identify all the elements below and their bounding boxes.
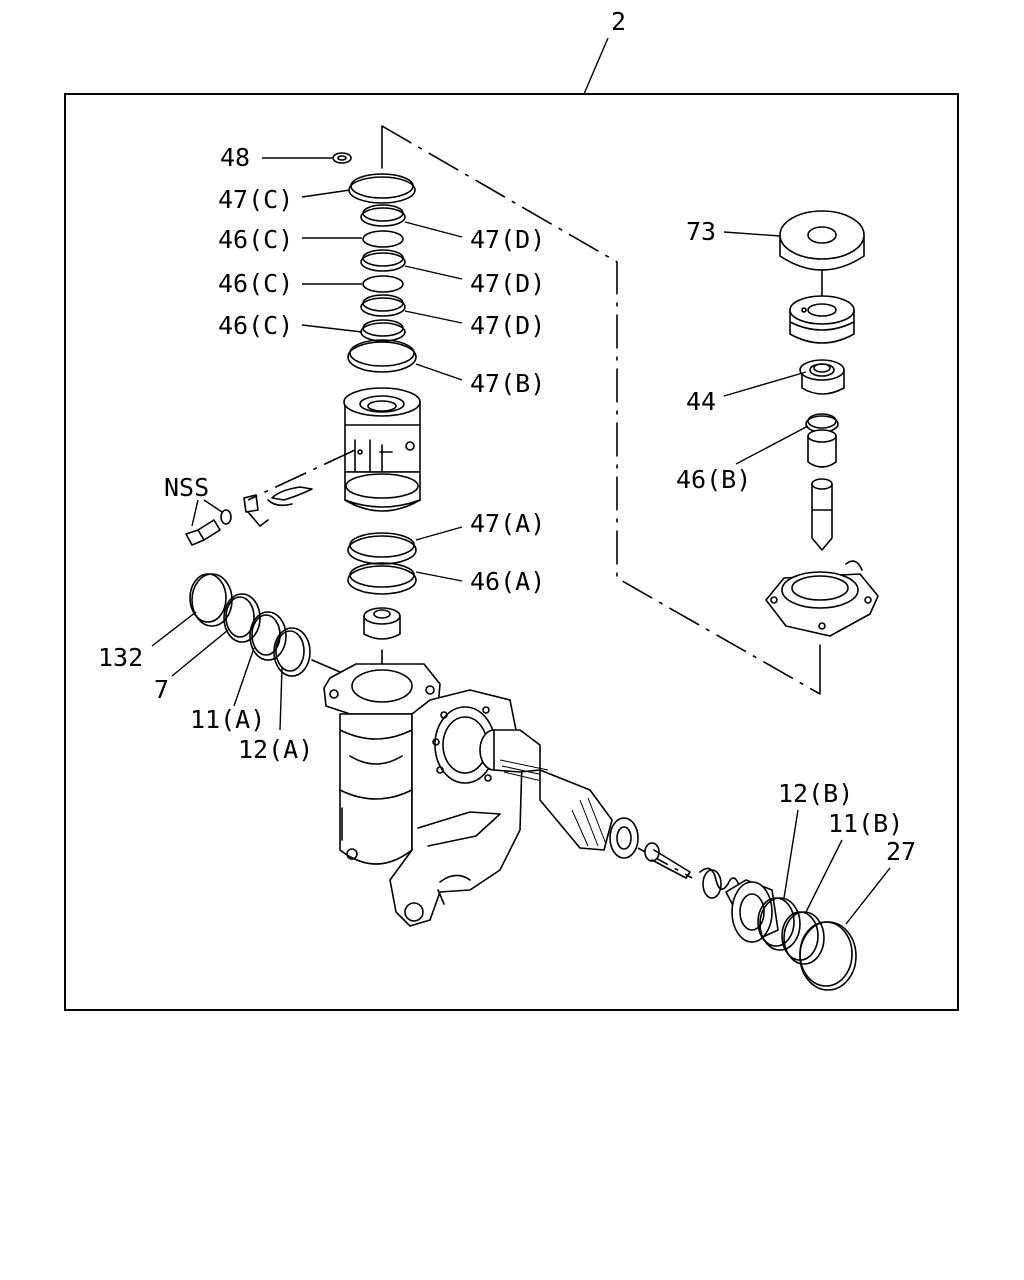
callout-46c-3: 46(C) bbox=[218, 311, 293, 340]
callout-nss: NSS bbox=[164, 473, 209, 502]
seal-47a bbox=[347, 532, 417, 565]
seal-7 bbox=[223, 593, 261, 643]
callout-47a: 47(A) bbox=[470, 509, 545, 538]
callout-7: 7 bbox=[154, 675, 169, 704]
callout-46c-2: 46(C) bbox=[218, 269, 293, 298]
ring-stack bbox=[360, 204, 406, 342]
end-cup bbox=[725, 879, 779, 943]
bearing-44 bbox=[799, 359, 845, 395]
callout-46a: 46(A) bbox=[470, 567, 545, 596]
pin bbox=[644, 842, 691, 879]
valve-flange bbox=[765, 560, 879, 637]
gear-housing bbox=[323, 663, 523, 927]
callout-46b: 46(B) bbox=[676, 465, 751, 494]
callout-47d-2: 47(D) bbox=[470, 269, 545, 298]
callout-47d-1: 47(D) bbox=[470, 225, 545, 254]
callout-132: 132 bbox=[98, 643, 143, 672]
callout-12a: 12(A) bbox=[238, 735, 313, 764]
callout-11a: 11(A) bbox=[190, 705, 265, 734]
part-73-washer bbox=[779, 210, 865, 271]
spool bbox=[807, 429, 837, 551]
adapter-nut bbox=[363, 607, 401, 640]
leader-lines bbox=[151, 157, 891, 925]
diagram-frame bbox=[64, 93, 959, 1011]
callout-44: 44 bbox=[686, 387, 716, 416]
seal-12a bbox=[273, 627, 311, 677]
input-shaft bbox=[479, 729, 639, 859]
seal-47b bbox=[347, 339, 417, 373]
ring-46a bbox=[347, 562, 417, 595]
valve-cap bbox=[789, 295, 855, 344]
seal-47c bbox=[348, 173, 416, 204]
callout-12b: 12(B) bbox=[778, 779, 853, 808]
callout-47c: 47(C) bbox=[218, 185, 293, 214]
callout-48: 48 bbox=[220, 143, 250, 172]
callout-11b: 11(B) bbox=[828, 809, 903, 838]
projection-outline bbox=[381, 125, 821, 695]
callout-assembly: 2 bbox=[611, 7, 626, 36]
valve-housing bbox=[343, 387, 421, 512]
callout-47d-3: 47(D) bbox=[470, 311, 545, 340]
callout-47b: 47(B) bbox=[470, 369, 545, 398]
callout-73: 73 bbox=[686, 217, 716, 246]
nss-bolt bbox=[185, 494, 269, 546]
seal-12b bbox=[757, 897, 801, 951]
washer-48 bbox=[332, 152, 352, 164]
oring-27 bbox=[799, 921, 857, 991]
callout-46c-1: 46(C) bbox=[218, 225, 293, 254]
callout-27: 27 bbox=[886, 837, 916, 866]
